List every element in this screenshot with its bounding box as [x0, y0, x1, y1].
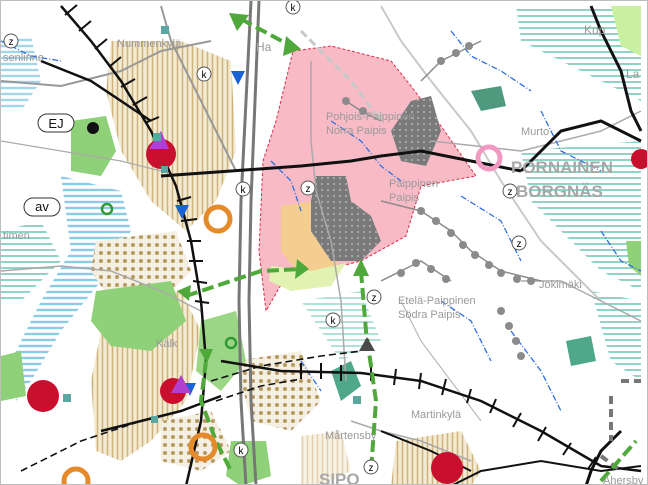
svg-text:k: k — [239, 446, 245, 457]
green-areas — [1, 6, 641, 484]
marker-k-2: k — [235, 181, 251, 197]
marker-k-5: k — [285, 1, 301, 15]
svg-text:SIPO: SIPO — [319, 470, 360, 485]
marker-z-4: z — [366, 289, 382, 305]
marker-z-1: z — [300, 180, 316, 196]
svg-text:Martinkylä: Martinkylä — [411, 409, 462, 421]
railway-ticks — [64, 4, 597, 470]
main-roads — [160, 5, 643, 484]
svg-text:Kälk: Kälk — [156, 338, 178, 350]
svg-text:PORNAINEN: PORNAINEN — [511, 158, 613, 177]
planned-roads — [20, 350, 362, 472]
marker-z-3: z — [511, 235, 527, 251]
svg-text:z: z — [9, 37, 14, 48]
av-label: av — [23, 197, 61, 217]
svg-text:Paipis: Paipis — [389, 192, 419, 204]
svg-text:BORGNÄS: BORGNÄS — [516, 182, 603, 201]
green-ring-markers — [100, 202, 238, 350]
svg-text:av: av — [35, 199, 49, 214]
svg-text:Paippinen: Paippinen — [389, 178, 438, 190]
svg-text:Murto: Murto — [521, 126, 549, 138]
svg-text:Ahersby: Ahersby — [603, 475, 644, 485]
gray-dashed-boundary — [599, 379, 641, 473]
marker-k-4: k — [233, 442, 249, 458]
marker-k-1: k — [196, 66, 212, 82]
svg-text:EJ: EJ — [48, 116, 63, 131]
svg-text:Etelä-Paippinen: Etelä-Paippinen — [398, 295, 476, 307]
svg-text:z: z — [517, 239, 522, 250]
svg-text:Norra Paipis: Norra Paipis — [326, 125, 387, 137]
svg-text:Mårtensby: Mårtensby — [325, 430, 377, 442]
road-class-markers: k k k k k z z z z z z — [3, 1, 527, 475]
teal-squares — [63, 26, 361, 423]
svg-text:k: k — [331, 316, 337, 327]
power-line-nodes — [342, 42, 535, 360]
orange-ring-markers[interactable] — [61, 204, 233, 485]
gray-urban-areas — [311, 96, 441, 261]
marker-z-2: z — [502, 183, 518, 199]
svg-text:Ha: Ha — [256, 40, 272, 54]
svg-text:La: La — [626, 67, 640, 81]
marker-z-5: z — [363, 459, 379, 475]
marker-z-6: z — [3, 33, 19, 49]
svg-text:Kup: Kup — [584, 23, 606, 37]
svg-text:Pohjois-Paippinen: Pohjois-Paippinen — [326, 111, 415, 123]
svg-text:z: z — [372, 293, 377, 304]
svg-text:senlinna: senlinna — [3, 52, 45, 64]
svg-text:timen: timen — [3, 230, 30, 242]
svg-text:Södra Paipis: Södra Paipis — [398, 309, 461, 321]
svg-text:z: z — [369, 463, 374, 474]
svg-text:z: z — [306, 184, 311, 195]
place-labels: Kup La senlinna Nummenkylä Ha timen Pohj… — [3, 23, 644, 485]
ej-label: EJ — [37, 113, 75, 133]
svg-text:k: k — [291, 3, 297, 14]
svg-text:Nummenkylä: Nummenkylä — [117, 38, 182, 50]
pink-ring-marker[interactable] — [475, 144, 503, 172]
svg-text:Jokimäki: Jokimäki — [539, 279, 582, 291]
stream-lines — [1, 30, 642, 412]
svg-text:k: k — [241, 185, 247, 196]
marker-k-3: k — [325, 312, 341, 328]
green-arrowheads — [177, 13, 369, 363]
black-dot-marker — [87, 122, 99, 134]
forest-areas — [1, 6, 641, 381]
svg-text:z: z — [508, 187, 513, 198]
svg-text:k: k — [202, 70, 208, 81]
water-areas — [1, 36, 131, 401]
green-connections — [185, 17, 638, 483]
